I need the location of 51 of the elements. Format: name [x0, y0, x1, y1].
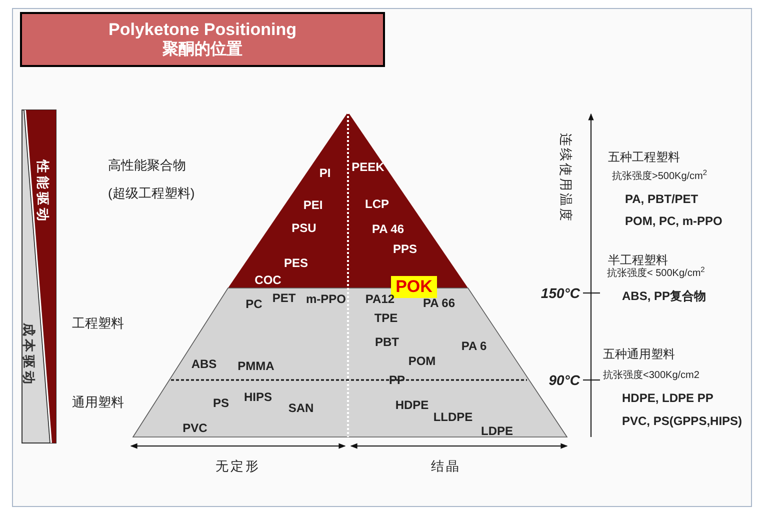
- strength-note: 抗张强度>500Kg/cm$^{2}$: [612, 172, 708, 182]
- title-text: Polyketone Positioning: [108, 20, 296, 40]
- polymer-list: PVC, PS(GPPS,HIPS): [622, 415, 742, 427]
- polymer-label: HDPE: [395, 399, 429, 411]
- polymer-label: COC: [254, 274, 282, 286]
- polymer-label: HIPS: [244, 391, 272, 403]
- polymer-label: LDPE: [481, 425, 513, 437]
- polymer-label: PS: [213, 397, 229, 409]
- bar-label: 性能驱动: [36, 160, 50, 224]
- category-label: 工程塑料: [72, 316, 124, 330]
- temperature-label: 90°C: [548, 373, 580, 387]
- category-label: 通用塑料: [72, 396, 124, 408]
- polymer-label: PA 66: [423, 297, 455, 309]
- category-label: 高性能聚合物: [108, 158, 186, 172]
- polymer-label: PA 6: [461, 340, 487, 352]
- polymer-label: m-PPO: [306, 293, 346, 305]
- bar-label: 成本驱动: [22, 323, 36, 387]
- group-heading: 五种通用塑料: [603, 348, 675, 360]
- axis-label: 连续使用温度: [560, 133, 572, 223]
- polymer-list: HDPE, LDPE PP: [622, 392, 714, 404]
- axis-label: 无定形: [216, 460, 260, 472]
- polymer-label: PET: [272, 292, 296, 304]
- polymer-list: PA, PBT/PET: [625, 193, 698, 205]
- title-banner: [20, 12, 385, 67]
- polymer-label: PEEK: [352, 161, 384, 173]
- polymer-label: PI: [319, 167, 331, 179]
- polymer-label: LLDPE: [433, 411, 473, 423]
- polymer-label: PVC: [182, 422, 208, 434]
- polymer-label: PEI: [303, 199, 323, 211]
- title-text: 聚酮的位置: [162, 40, 242, 60]
- strength-note: 抗张强度< 500Kg/cm$^{2}$: [607, 269, 705, 279]
- polymer-label: POM: [408, 355, 436, 367]
- polymer-label: PES: [284, 257, 308, 269]
- strength-note: 抗张强度<300Kg/cm2: [603, 371, 700, 381]
- temperature-label: 150°C: [540, 286, 580, 300]
- polymer-label: ABS: [191, 358, 217, 370]
- polymer-label: LCP: [365, 198, 389, 210]
- axis-label: 结晶: [431, 460, 461, 472]
- polymer-label: PPS: [393, 243, 417, 255]
- polymer-label: PBT: [375, 336, 399, 348]
- polymer-label: SAN: [288, 402, 314, 414]
- polymer-label: PC: [246, 298, 262, 310]
- polymer-label: PMMA: [238, 360, 274, 372]
- polymer-list: ABS, PP复合物: [622, 290, 706, 302]
- group-heading: 五种工程塑料: [608, 151, 680, 163]
- polymer-label: PSU: [292, 222, 316, 234]
- polymer-list: POM, PC, m-PPO: [625, 215, 722, 227]
- polymer-label: TPE: [374, 312, 398, 324]
- group-heading: 半工程塑料: [608, 254, 668, 266]
- polymer-label: PA 46: [372, 223, 404, 235]
- category-label: (超级工程塑料): [108, 186, 195, 200]
